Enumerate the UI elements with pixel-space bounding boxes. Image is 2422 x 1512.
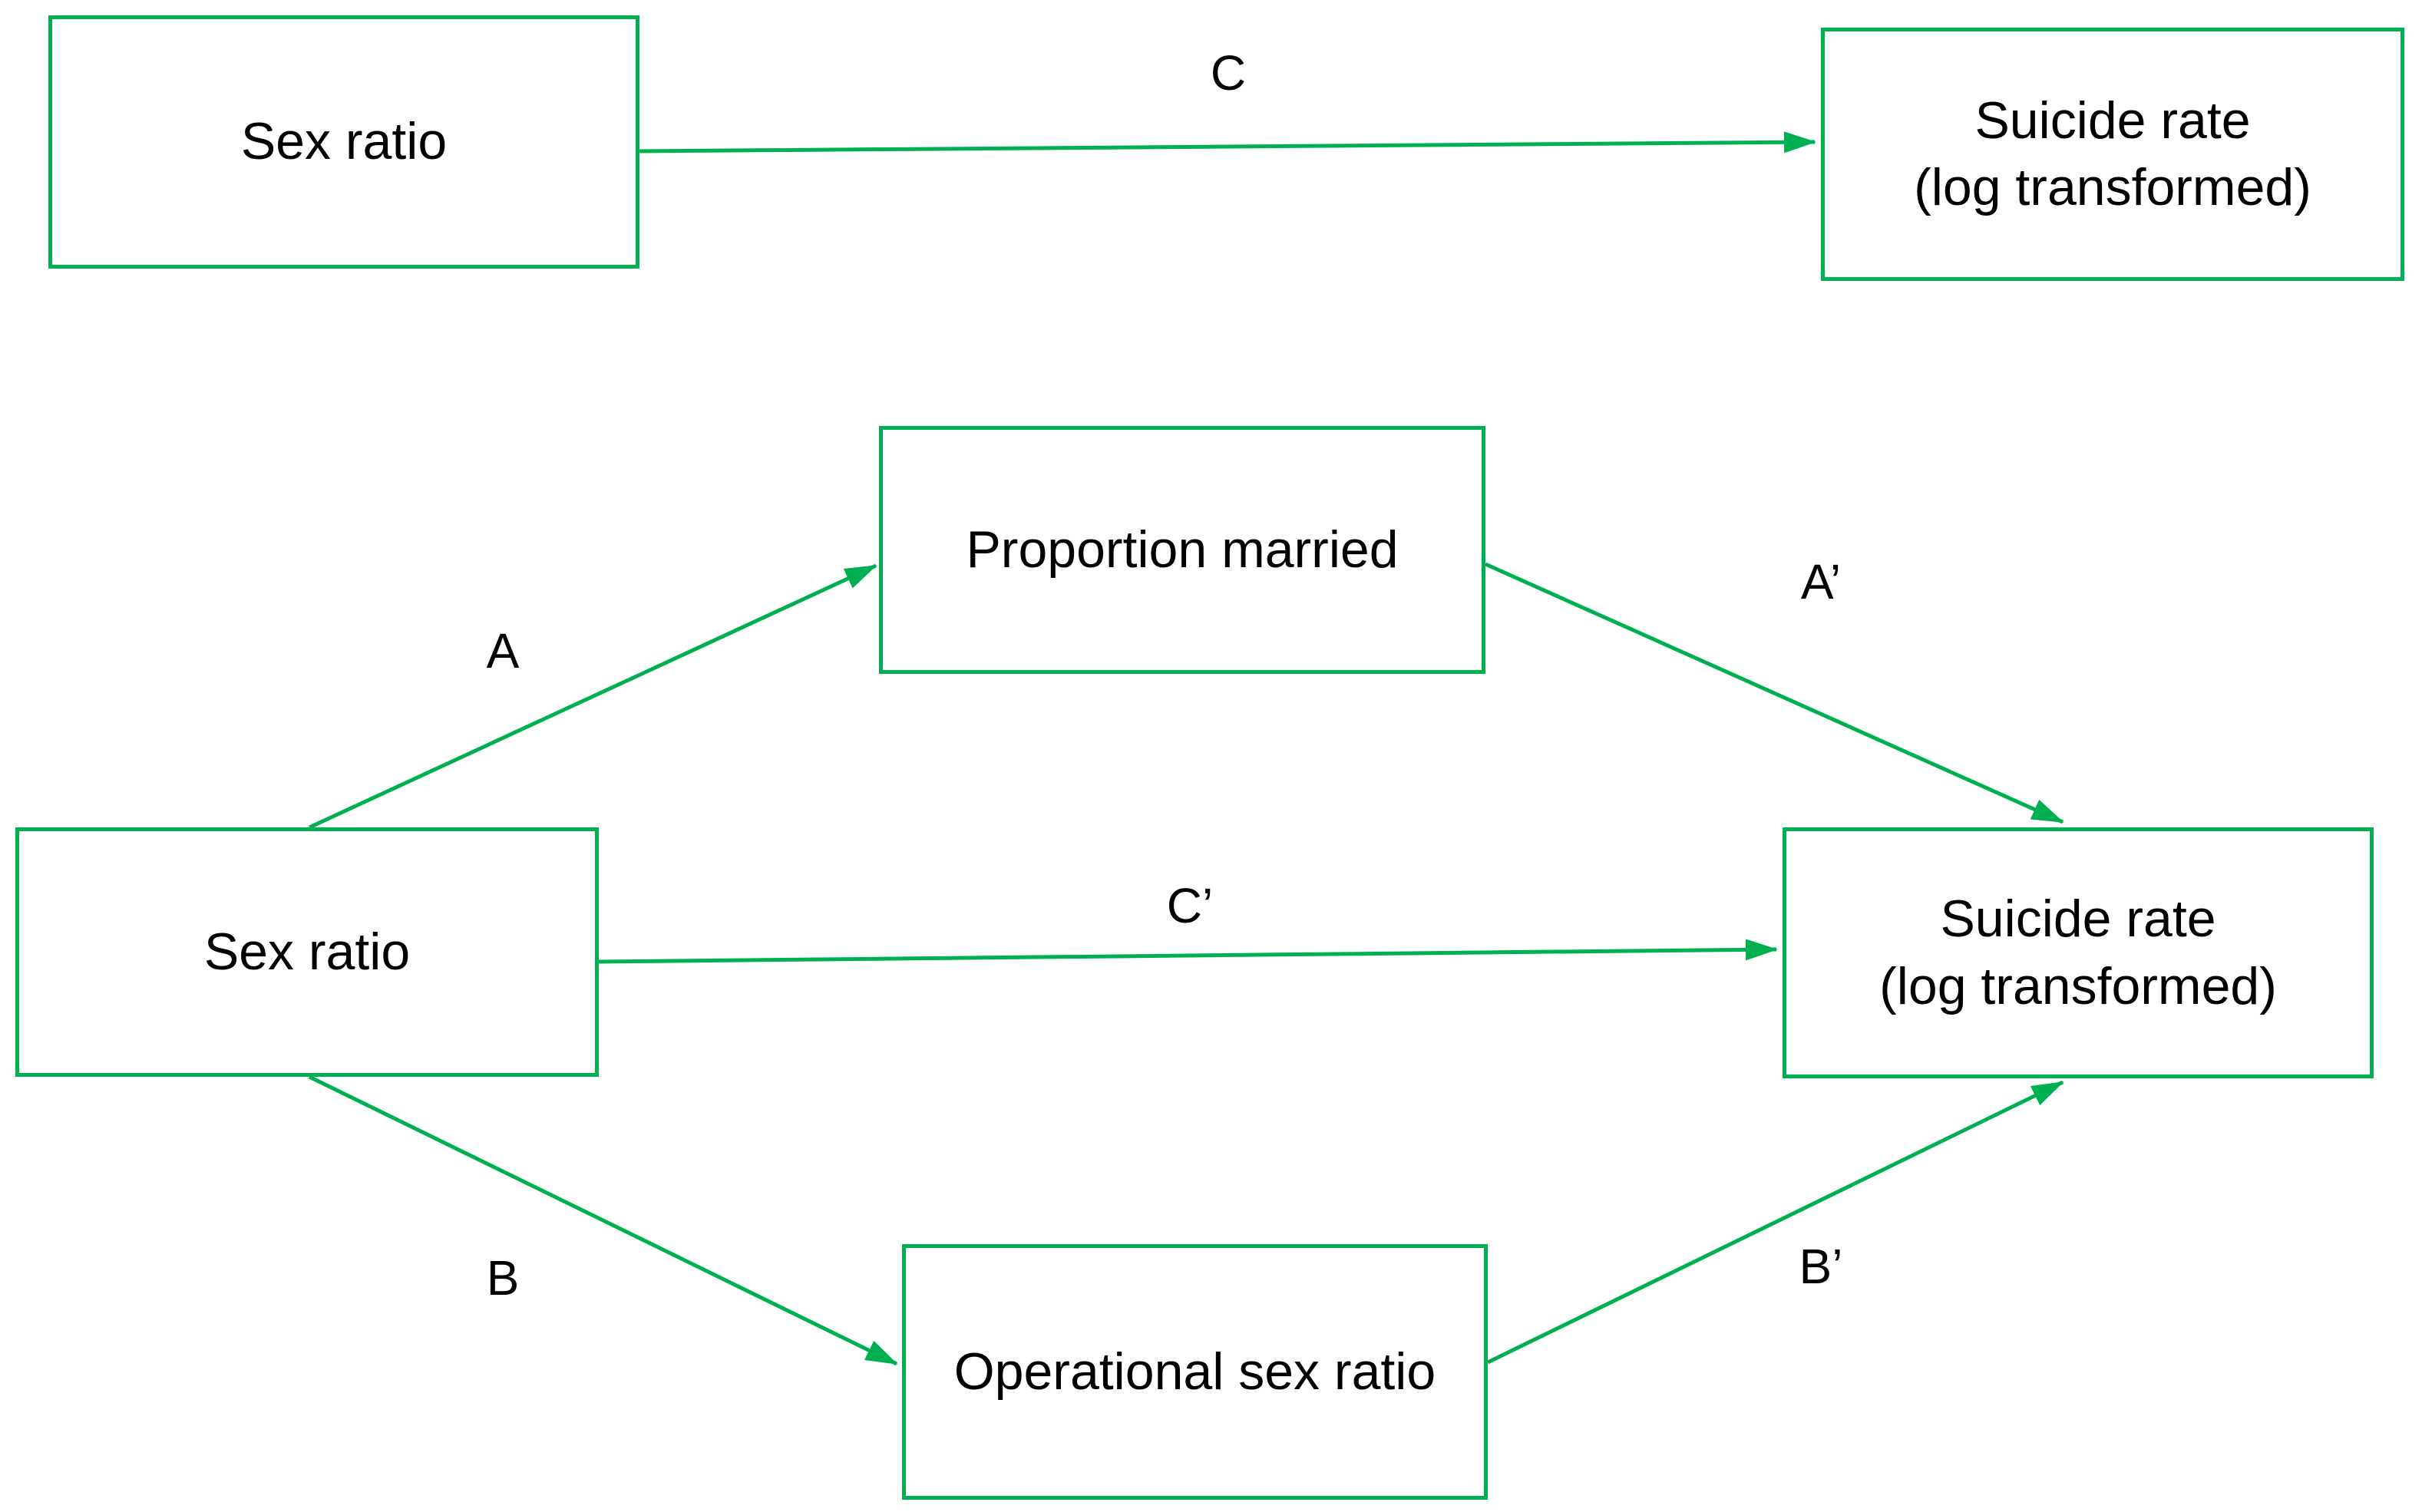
operational-sex-ratio-box: Operational sex ratio: [902, 1244, 1488, 1500]
arrow-c-prime: [598, 939, 1778, 964]
mediation-suicide-rate-label-line1: Suicide rate: [1940, 890, 2216, 949]
path-a-prime-label: A’: [1800, 554, 1842, 609]
path-b-label: B: [486, 1250, 520, 1306]
arrow-c: [639, 131, 1816, 154]
mediation-sex-ratio-box: Sex ratio: [15, 827, 599, 1077]
operational-sex-ratio-label: Operational sex ratio: [953, 1342, 1436, 1401]
mediation-suicide-rate-box: Suicide rate (log transformed): [1783, 827, 2374, 1078]
arrow-b: [308, 1075, 898, 1366]
total-effect-suicide-rate-box: Suicide rate (log transformed): [1821, 28, 2404, 281]
total-effect-sex-ratio-box: Sex ratio: [48, 15, 639, 269]
total-effect-suicide-rate-label-line2: (log transformed): [1914, 158, 2311, 216]
total-effect-suicide-rate-label-line1: Suicide rate: [1974, 91, 2251, 150]
path-c-prime-label: C’: [1166, 878, 1214, 933]
proportion-married-box: Proportion married: [879, 426, 1485, 674]
path-b-prime-label: B’: [1799, 1239, 1843, 1294]
path-a-label: A: [486, 623, 520, 678]
path-c-label: C: [1210, 45, 1247, 101]
arrow-b-prime: [1486, 1080, 2064, 1365]
mediation-sex-ratio-label: Sex ratio: [203, 922, 411, 981]
arrow-a: [308, 563, 877, 830]
total-effect-sex-ratio-label: Sex ratio: [240, 112, 448, 171]
arrow-a-prime: [1484, 562, 2064, 824]
proportion-married-label: Proportion married: [966, 520, 1399, 579]
mediation-suicide-rate-label-line2: (log transformed): [1879, 956, 2277, 1015]
